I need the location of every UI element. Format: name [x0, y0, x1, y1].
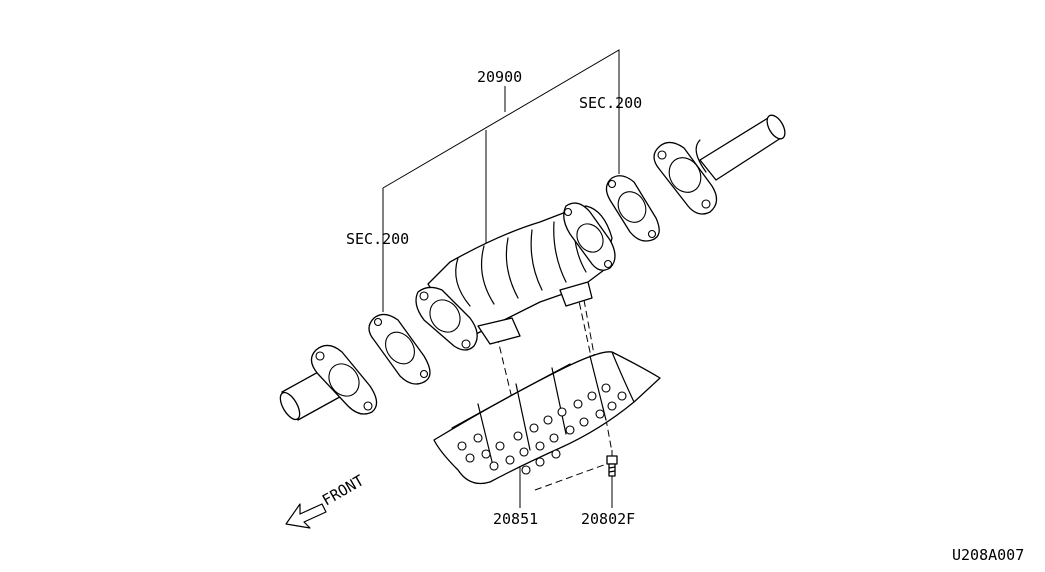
- assembly-number-label: 20900: [477, 68, 522, 86]
- rear-pipe-flange: [653, 141, 718, 215]
- bolt-number-label: 20802F: [581, 510, 635, 528]
- leader-lines: [382, 49, 620, 508]
- section-ref-right-label: SEC.200: [579, 94, 642, 112]
- section-ref-left-label: SEC.200: [346, 230, 409, 248]
- rear-exhaust-pipe: [695, 114, 786, 181]
- catalytic-converter: [415, 202, 616, 351]
- front-exhaust-pipe: [279, 344, 378, 421]
- front-direction-label: FRONT: [319, 471, 367, 509]
- front-arrow-icon: [285, 503, 327, 529]
- heat-shield: [433, 351, 661, 485]
- mounting-bolt: [606, 455, 618, 477]
- diagram-code-label: U208A007: [952, 546, 1024, 564]
- front-gasket: [368, 313, 431, 385]
- rear-gasket: [605, 175, 660, 242]
- heat-shield-number-label: 20851: [493, 510, 538, 528]
